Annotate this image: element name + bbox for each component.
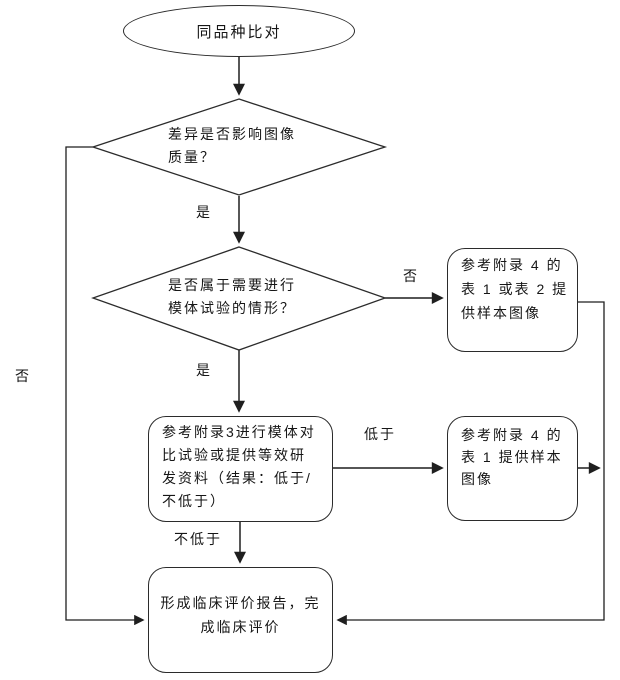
node-appendix4-table1 xyxy=(447,416,578,521)
edge-label-no-left: 否 xyxy=(15,368,31,384)
edge-appendix4-t1t2-to-report xyxy=(336,301,605,626)
diamond-image-quality xyxy=(90,98,388,196)
edge-label-not-lower: 不低于 xyxy=(174,531,222,547)
edge-label-no-right: 否 xyxy=(403,268,419,284)
edge-label-yes-top: 是 xyxy=(196,204,212,220)
diamond-phantom-test xyxy=(91,246,387,351)
node-clinical-report-label: 形成临床评价报告，完 成临床评价 xyxy=(160,595,321,635)
node-appendix3-phantom xyxy=(148,416,333,522)
node-decision-phantom-test-label: 是否属于需要进行 模体试验的情形？ xyxy=(168,277,296,316)
node-decision-image-quality-label: 差异是否影响图像 质量？ xyxy=(168,126,296,165)
node-clinical-report xyxy=(148,567,333,673)
node-appendix3-phantom-label: 参考附录3进行模体对 比试验或提供等效研 发资料（结果：低于/ 不低于） xyxy=(162,424,316,509)
node-appendix4-table1-or-2 xyxy=(447,248,578,352)
edge-label-yes-mid: 是 xyxy=(196,362,212,378)
edge-label-lower: 低于 xyxy=(364,426,396,442)
edge-quality-no-to-report xyxy=(65,146,145,626)
node-start-label: 同品种比对 xyxy=(196,23,282,41)
node-start: 同品种比对 xyxy=(123,5,355,57)
node-appendix4-table1-label: 参考附录 4 的 表 1 提供样本 图像 xyxy=(461,427,563,487)
node-appendix4-table1-or-2-label: 参考附录 4 的 表 1 或表 2 提 供样本图像 xyxy=(461,257,569,321)
